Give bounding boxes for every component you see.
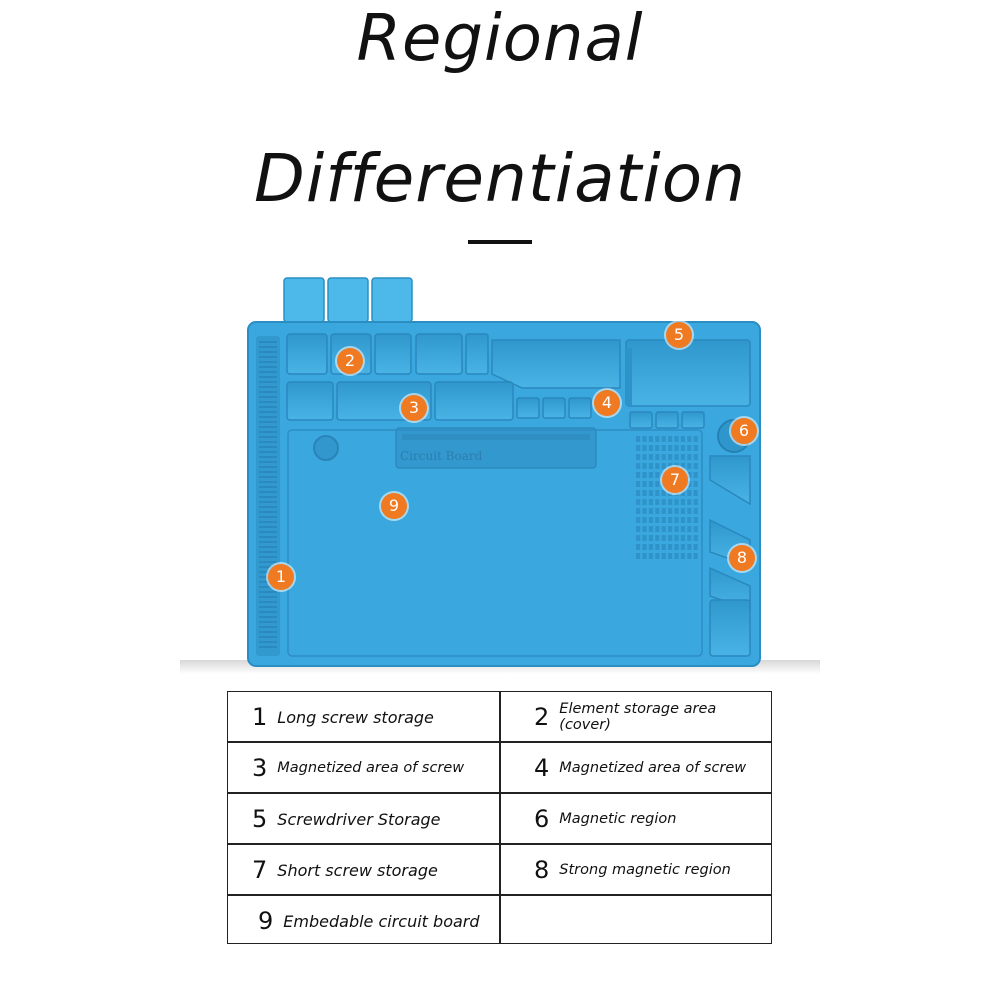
legend-text: Magnetized area of screw [277,760,465,776]
right-slots [709,455,751,657]
legend-table: 1 Long screw storage 2 Element storage a… [227,691,772,944]
title-divider [468,240,532,244]
marker-6: 6 [731,418,757,444]
legend-num: 6 [534,805,550,833]
mat-covers [283,277,413,323]
marker-8: 8 [729,545,755,571]
legend-item-4: 4 Magnetized area of screw [534,743,746,793]
magnet-circle-left [313,435,339,461]
legend-num: 1 [252,703,268,731]
legend-text: Long screw storage [277,707,434,727]
legend-text: Short screw storage [277,860,438,880]
mat-illustration: Circuit Board 1 2 3 4 5 6 7 8 9 [0,270,1000,690]
work-area [287,429,703,657]
legend-num: 2 [534,703,550,731]
marker-5: 5 [666,322,692,348]
legend-item-1: 1 Long screw storage [252,692,434,742]
marker-4: 4 [594,390,620,416]
legend-text: Strong magnetic region [559,862,731,878]
title-line-1: Regional [356,2,644,76]
marker-9: 9 [381,493,407,519]
legend-num: 4 [534,754,550,782]
legend-text: Magnetic region [559,811,677,827]
legend-item-3: 3 Magnetized area of screw [252,743,464,793]
marker-1: 1 [268,564,294,590]
legend-num: 3 [252,754,268,782]
legend-num: 7 [252,856,268,884]
legend-num: 9 [258,907,274,935]
legend-text: Element storage area (cover) [559,701,717,733]
legend-item-6: 6 Magnetic region [534,794,676,844]
mat-drawing: Circuit Board [180,277,820,674]
legend-num: 8 [534,856,550,884]
legend-text: Screwdriver Storage [277,809,441,829]
legend-item-2: 2 Element storage area (cover) [534,692,771,742]
marker-3: 3 [401,395,427,421]
legend-text: Magnetized area of screw [559,760,747,776]
legend-text: Embedable circuit board [283,911,480,931]
marker-7: 7 [662,467,688,493]
legend-item-9: 9 Embedable circuit board [258,896,480,946]
svg-text:Circuit Board: Circuit Board [400,449,483,463]
legend-num: 5 [252,805,268,833]
legend-item-8: 8 Strong magnetic region [534,845,731,895]
long-screw-strip [256,336,280,656]
title-line-2: Differentiation [254,140,746,217]
top-pockets [286,333,751,407]
legend-item-7: 7 Short screw storage [252,845,438,895]
legend-item-5: 5 Screwdriver Storage [252,794,441,844]
marker-2: 2 [337,348,363,374]
circuit-board-area: Circuit Board [395,427,597,469]
